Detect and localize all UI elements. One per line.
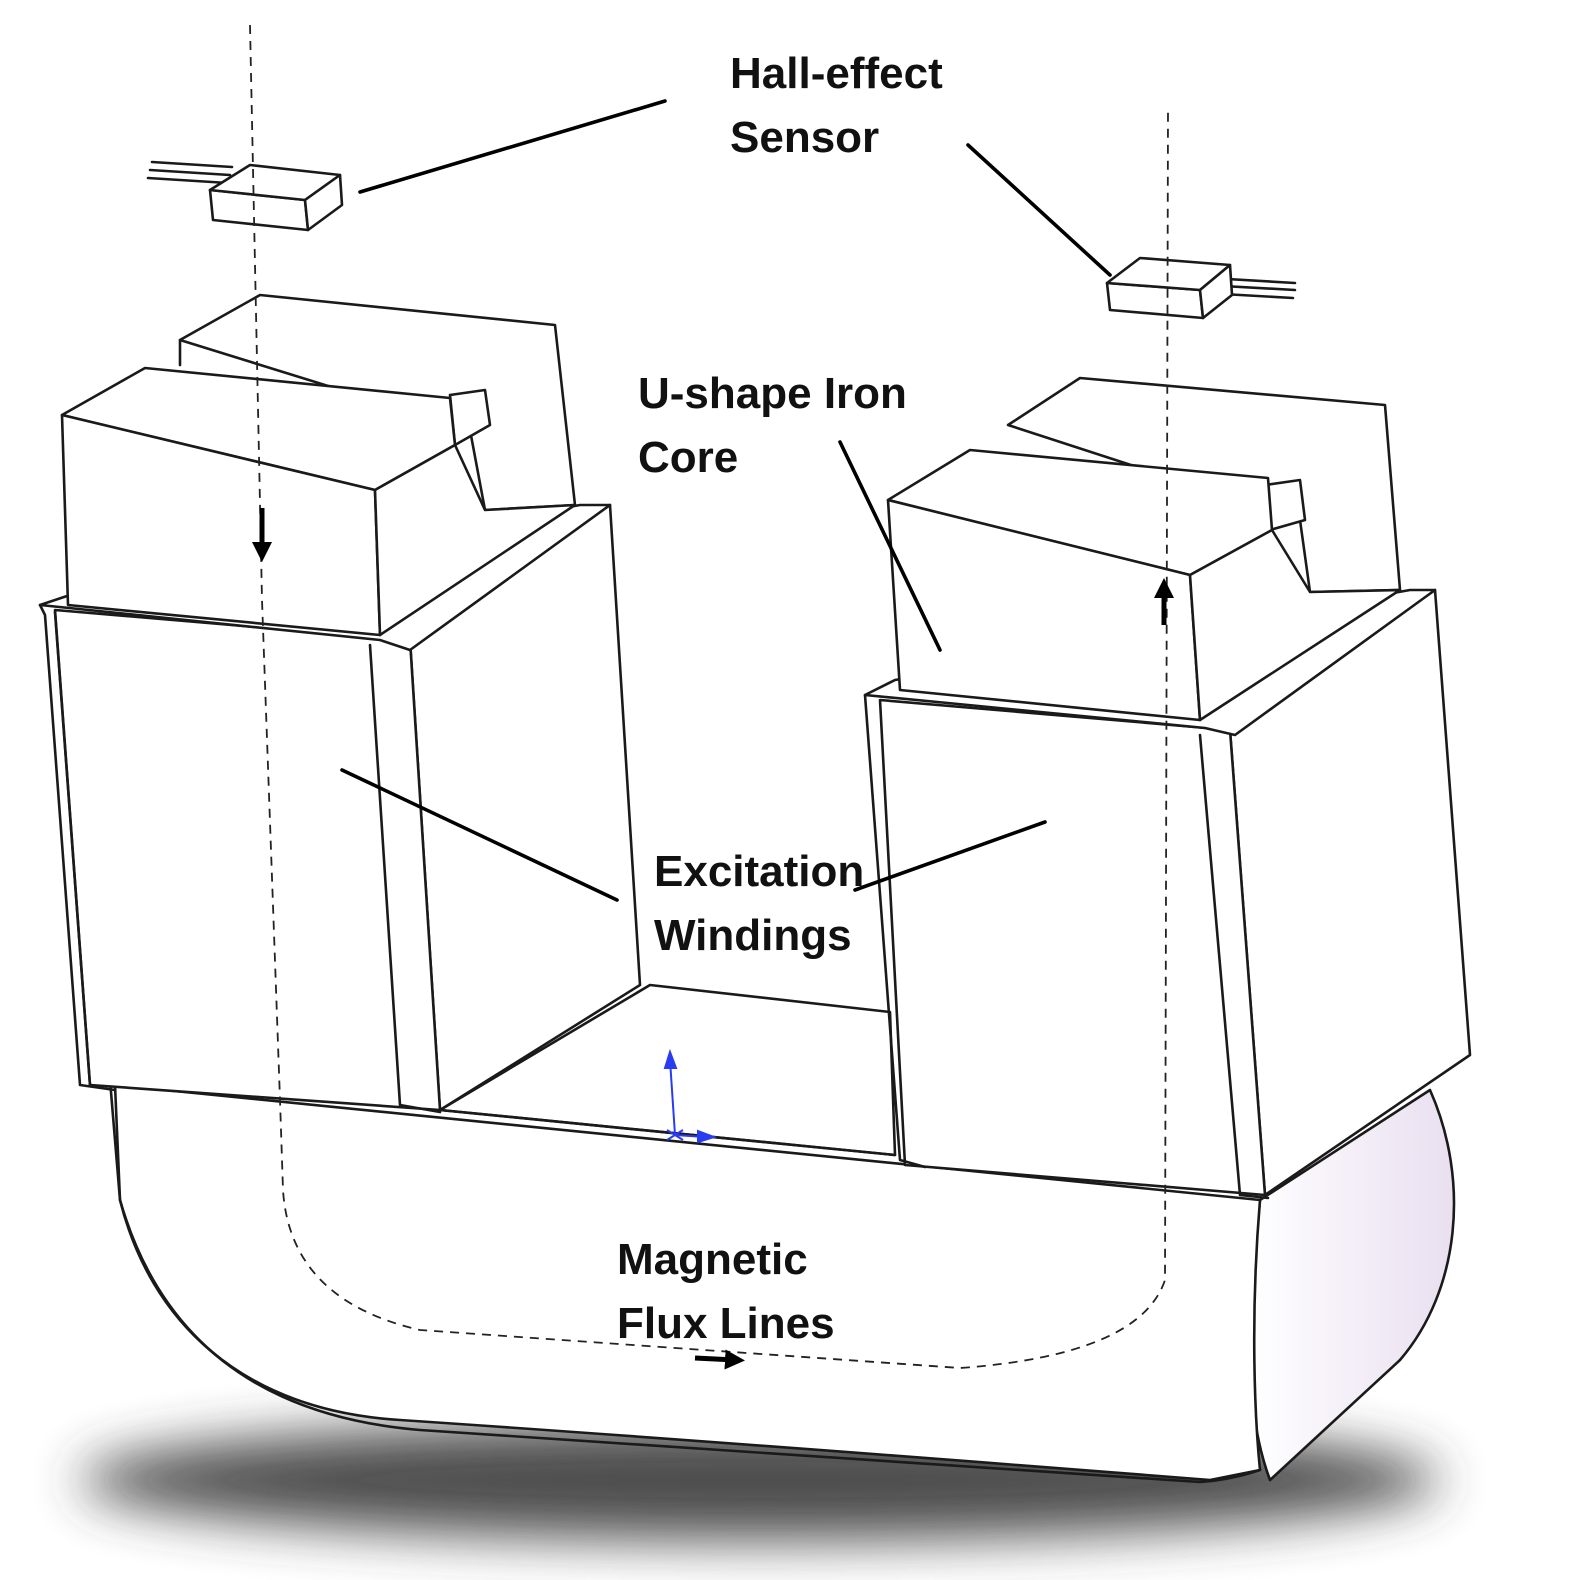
iron-core-label-line2: Core [638, 433, 739, 482]
hall-sensor-right [1105, 256, 1297, 320]
iron-core-label-line1: U-shape Iron [638, 369, 907, 418]
flux-path [249, 24, 1174, 1370]
hall-sensor-label: Hall-effect Sensor [730, 42, 943, 170]
right-core-pole [886, 376, 1402, 722]
windings-label: Excitation Windings [654, 840, 864, 968]
flux-label-line1: Magnetic [617, 1235, 808, 1284]
windings-label-line2: Windings [654, 911, 852, 960]
iron-core-base [108, 1078, 1456, 1484]
hall-sensor-left [146, 160, 344, 232]
origin-triad-icon [663, 1048, 718, 1144]
flux-arrow-right [694, 1349, 745, 1370]
flux-label: Magnetic Flux Lines [617, 1228, 835, 1356]
windings-label-line1: Excitation [654, 847, 865, 896]
hall-sensor-label-line1: Hall-effect [730, 49, 943, 98]
leader-lines [340, 99, 1112, 902]
iron-core-label: U-shape Iron Core [638, 362, 907, 490]
flux-label-line2: Flux Lines [617, 1299, 835, 1348]
hall-sensor-label-line2: Sensor [730, 113, 880, 162]
